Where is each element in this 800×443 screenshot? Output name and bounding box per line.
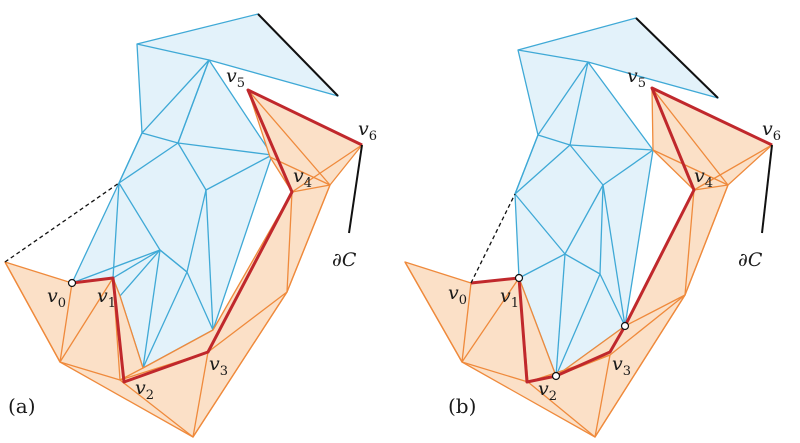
v5-label-a: v5 xyxy=(226,65,245,91)
boundary-top-a xyxy=(257,13,339,97)
red-path-a xyxy=(71,88,363,384)
vertex-v0-marker-a xyxy=(67,278,77,288)
orange-triangulation-a xyxy=(4,89,363,438)
dashed-edge-a xyxy=(4,182,120,263)
vertex-v1-marker-b xyxy=(514,273,524,283)
v4-label-a: v4 xyxy=(293,165,312,191)
v2-label-a: v2 xyxy=(135,377,154,403)
v0-label-a: v0 xyxy=(47,285,66,311)
panel-a: v0 v1 v2 v3 v4 v5 v6 ∂C (a) xyxy=(4,13,377,438)
v1-label-b: v1 xyxy=(500,285,519,311)
boundary-label-a: ∂C xyxy=(332,249,357,271)
panel-b: v0 v1 v2 v3 v4 v5 v6 ∂C (b) xyxy=(404,17,781,438)
red-path-b xyxy=(470,86,773,384)
blue-outline-b xyxy=(514,17,719,377)
v4-label-b: v4 xyxy=(694,165,713,191)
v6-label-b: v6 xyxy=(762,118,781,144)
v0-label-b: v0 xyxy=(448,282,467,308)
boundary-label-b: ∂C xyxy=(738,249,763,271)
v3-label-b: v3 xyxy=(612,353,631,379)
boundary-top-b xyxy=(635,17,719,99)
vertex-v2-marker-b xyxy=(551,371,561,381)
blue-triangulation-b xyxy=(514,17,719,377)
caption-a: (a) xyxy=(8,394,36,418)
caption-b: (b) xyxy=(448,394,476,418)
v3-label-a: v3 xyxy=(209,353,228,379)
v5-label-b: v5 xyxy=(627,65,646,91)
v1-label-a: v1 xyxy=(97,285,116,311)
vertex-v3-marker-b xyxy=(620,321,630,331)
v2-label-b: v2 xyxy=(538,378,557,404)
v6-label-a: v6 xyxy=(358,118,377,144)
dashed-edge-b xyxy=(470,193,516,284)
boundary-right-b xyxy=(761,144,773,234)
boundary-right-a xyxy=(348,144,363,234)
